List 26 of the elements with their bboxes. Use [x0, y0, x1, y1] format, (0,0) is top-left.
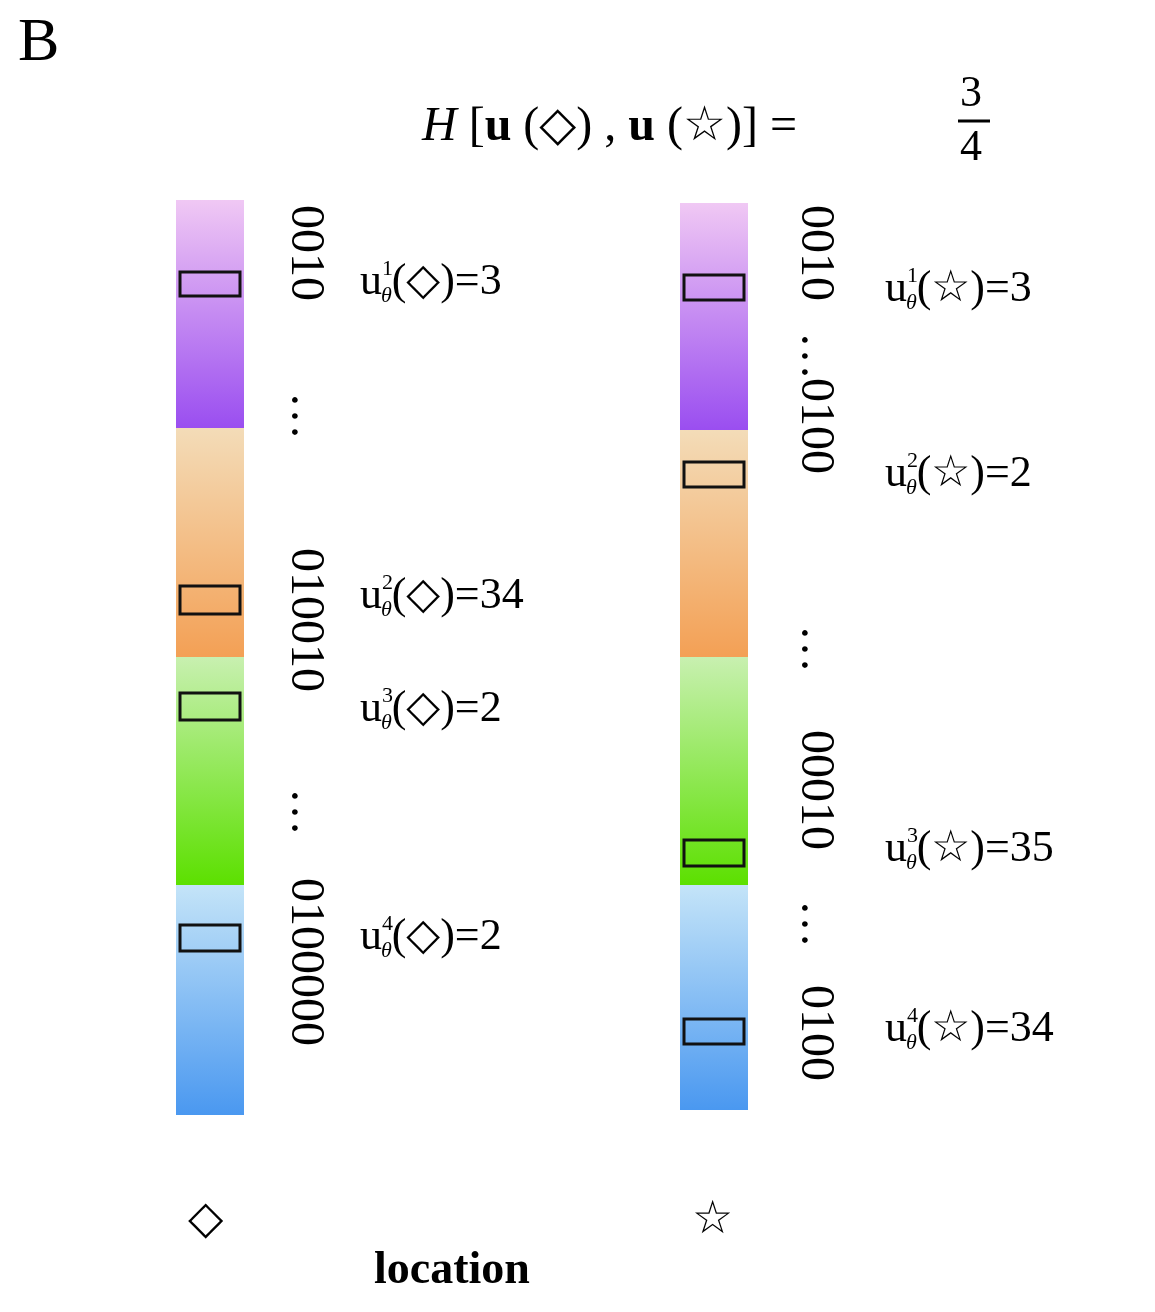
binary-code: 00010 [794, 730, 842, 850]
binary-code: 010010 [284, 548, 332, 692]
feature-value-label: u$^{3}$$_{θ}$(◇)=2 [360, 685, 502, 729]
panel-letter: B [18, 8, 60, 70]
feature-value-label: u$^{4}$$_{θ}$(◇)=2 [360, 913, 502, 957]
ellipsis: … [794, 625, 842, 673]
binary-code: 0100000 [284, 878, 332, 1046]
fraction-denominator: 4 [960, 124, 982, 168]
ellipsis: … [794, 332, 842, 380]
feature-value-label: u$^{1}$$_{θ}$(☆)=3 [885, 265, 1032, 309]
binary-code: 0100 [794, 985, 842, 1081]
feature-value-label: u$^{3}$$_{θ}$(☆)=35 [885, 825, 1054, 869]
binary-code: 0010 [284, 205, 332, 301]
feature-value-label: u$^{4}$$_{θ}$(☆)=34 [885, 1005, 1054, 1049]
feature-value-label: u$^{2}$$_{θ}$(☆)=2 [885, 450, 1032, 494]
feature-value-label: u$^{2}$$_{θ}$(◇)=34 [360, 572, 524, 616]
ellipsis: … [794, 900, 842, 948]
binary-code: 0100 [794, 378, 842, 474]
ellipsis: … [284, 788, 332, 836]
ellipsis: … [284, 392, 332, 440]
feature-value-label: u$^{1}$$_{θ}$(◇)=3 [360, 258, 502, 302]
binary-code: 0010 [794, 205, 842, 301]
star-symbol: ☆ [692, 1195, 733, 1241]
axis-label: location [374, 1245, 530, 1291]
fraction-numerator: 3 [960, 70, 982, 114]
diamond-symbol: ◇ [188, 1195, 224, 1241]
